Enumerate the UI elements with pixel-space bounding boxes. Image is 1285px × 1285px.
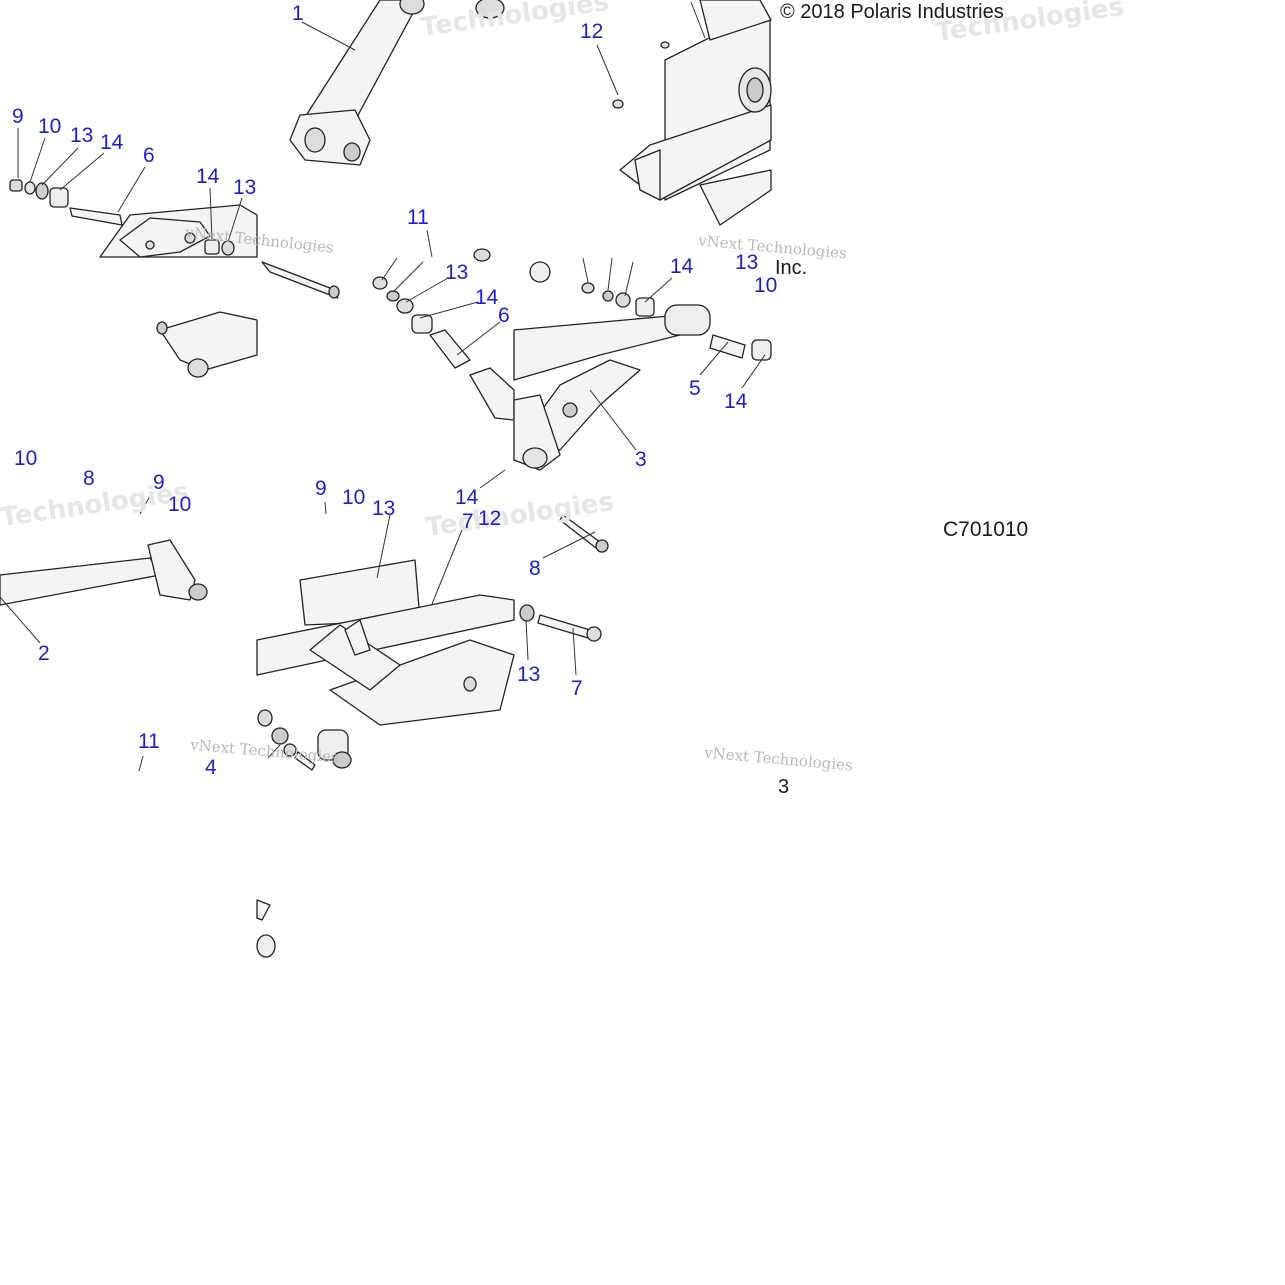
code-fragment: 3 — [778, 776, 790, 798]
callout-label: 14 — [100, 131, 124, 154]
callout-label: 14 — [196, 165, 220, 188]
callout-label: 8 — [83, 467, 95, 490]
callout-label: 12 — [580, 20, 604, 43]
callout-label: 14 — [455, 486, 479, 509]
callout-label: 10 — [168, 493, 192, 516]
callout-label: 13 — [70, 124, 94, 147]
bolt-and-bushing-set — [261, 248, 515, 421]
callout-label: 10 — [754, 274, 778, 297]
rear-frame-plate-part — [612, 0, 772, 226]
lower-a-arm-part-3 — [513, 261, 772, 471]
callout-label: 2 — [38, 642, 50, 665]
callout-label: 10 — [342, 486, 366, 509]
callout-label: 13 — [372, 497, 396, 520]
callout-label: 9 — [153, 471, 165, 494]
callout-label: 14 — [724, 390, 748, 413]
callout-label: 14 — [670, 255, 694, 278]
leader-lines — [0, 1, 766, 772]
callout-label: 4 — [205, 756, 217, 779]
callout-label: 10 — [14, 447, 38, 470]
callout-label: 13 — [445, 261, 469, 284]
hardware-row-left — [9, 179, 235, 256]
callout-label: 11 — [138, 730, 160, 753]
copyright-notice: © 2018 Polaris Industries — [780, 1, 1004, 23]
link-bracket-part — [156, 311, 258, 378]
control-arm-part-1 — [289, 0, 505, 166]
callout-label: 6 — [498, 304, 510, 327]
callout-label: 12 — [478, 507, 502, 530]
callout-label: 13 — [735, 251, 759, 274]
callout-label: 10 — [38, 115, 62, 138]
callout-label: 9 — [12, 105, 24, 128]
bushing-fragments — [256, 899, 276, 958]
callout-label: 11 — [407, 206, 429, 229]
frame-assembly-part — [256, 559, 515, 771]
callout-label: 6 — [143, 144, 155, 167]
callout-label: 14 — [475, 286, 499, 309]
callout-label: 3 — [635, 448, 647, 471]
copyright-fragment: Inc. — [775, 257, 808, 279]
callout-label: 7 — [462, 510, 474, 533]
diagram-code: C701010 — [943, 518, 1029, 541]
callout-label: 9 — [315, 477, 327, 500]
callout-label: 7 — [571, 677, 583, 700]
bolt-set-7-8 — [519, 514, 609, 642]
callout-label: 8 — [529, 557, 541, 580]
callout-label: 5 — [689, 377, 701, 400]
trailing-arm-part-2 — [0, 539, 208, 606]
callout-label: 1 — [292, 2, 304, 25]
callout-label: 13 — [517, 663, 541, 686]
callout-label: 13 — [233, 176, 257, 199]
